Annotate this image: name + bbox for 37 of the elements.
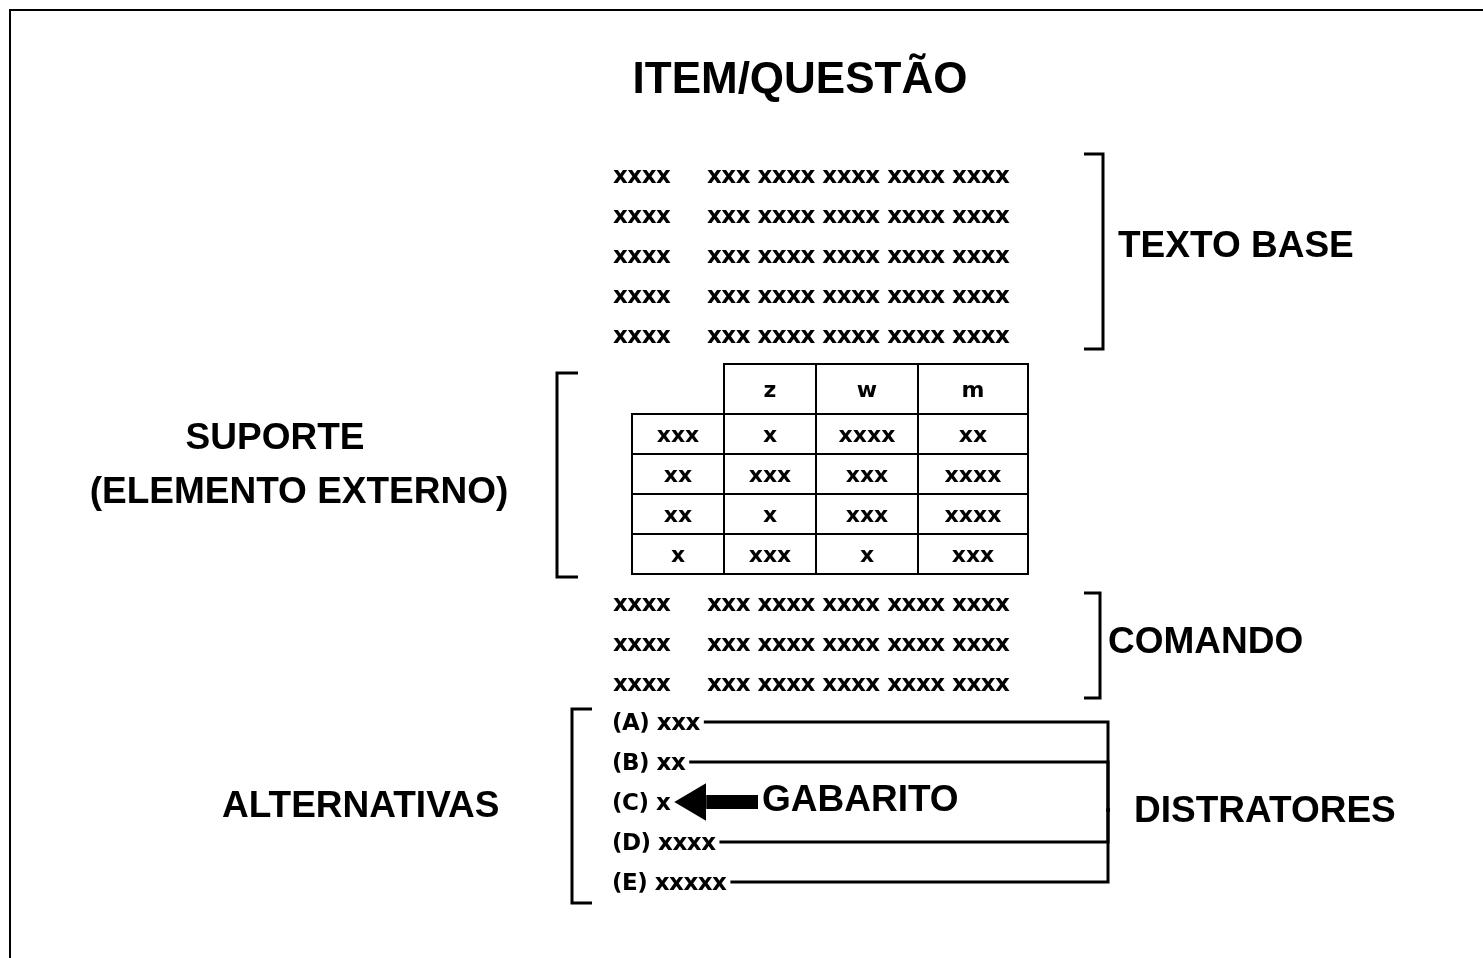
placeholder-text: xxxx xyxy=(613,162,671,188)
connector-line xyxy=(730,808,1112,884)
section-label: SUPORTE xyxy=(185,416,365,458)
placeholder-text: xxxx xyxy=(613,202,671,228)
placeholder-text: xxx xxxx xxxx xxxx xxxx xyxy=(707,242,1010,268)
table-cell: xxx xyxy=(631,413,725,455)
callout-label: GABARITO xyxy=(762,778,959,820)
placeholder-text: xxx xxxx xxxx xxxx xxxx xyxy=(707,670,1010,696)
section-label: TEXTO BASE xyxy=(1118,224,1354,266)
callout-label: DISTRATORES xyxy=(1110,789,1396,831)
section-label: (ELEMENTO EXTERNO) xyxy=(89,470,509,512)
answer-option: (E) xxxxx xyxy=(612,869,727,895)
placeholder-text: xxx xxxx xxxx xxxx xxxx xyxy=(707,590,1010,616)
answer-option: (A) xxx xyxy=(612,709,700,735)
placeholder-text: xxx xxxx xxxx xxxx xxxx xyxy=(707,202,1010,228)
placeholder-text: xxxx xyxy=(613,282,671,308)
table-cell: xxx xyxy=(917,533,1029,575)
connector-line xyxy=(689,760,1112,812)
placeholder-text: xxxx xyxy=(613,590,671,616)
section-label: ALTERNATIVAS xyxy=(222,784,500,826)
title: ITEM/QUESTÃO xyxy=(632,53,968,103)
answer-option: (D) xxxx xyxy=(612,829,716,855)
section-label: COMANDO xyxy=(1108,620,1304,662)
answer-option: (C) x xyxy=(612,789,671,815)
placeholder-text: xxxx xyxy=(613,322,671,348)
placeholder-text: xxx xxxx xxxx xxxx xxxx xyxy=(707,630,1010,656)
arrow xyxy=(674,783,758,821)
placeholder-text: xxx xxxx xxxx xxxx xxxx xyxy=(707,162,1010,188)
placeholder-text: xxx xxxx xxxx xxxx xxxx xyxy=(707,322,1010,348)
placeholder-text: xxxx xyxy=(613,670,671,696)
table-cell: x xyxy=(631,533,725,575)
answer-option: (B) xx xyxy=(612,749,686,775)
table-cell: m xyxy=(917,363,1029,415)
placeholder-text: xxxx xyxy=(613,242,671,268)
placeholder-text: xxx xxxx xxxx xxxx xxxx xyxy=(707,282,1010,308)
table-cell: z xyxy=(723,363,817,415)
placeholder-text: xxxx xyxy=(613,630,671,656)
